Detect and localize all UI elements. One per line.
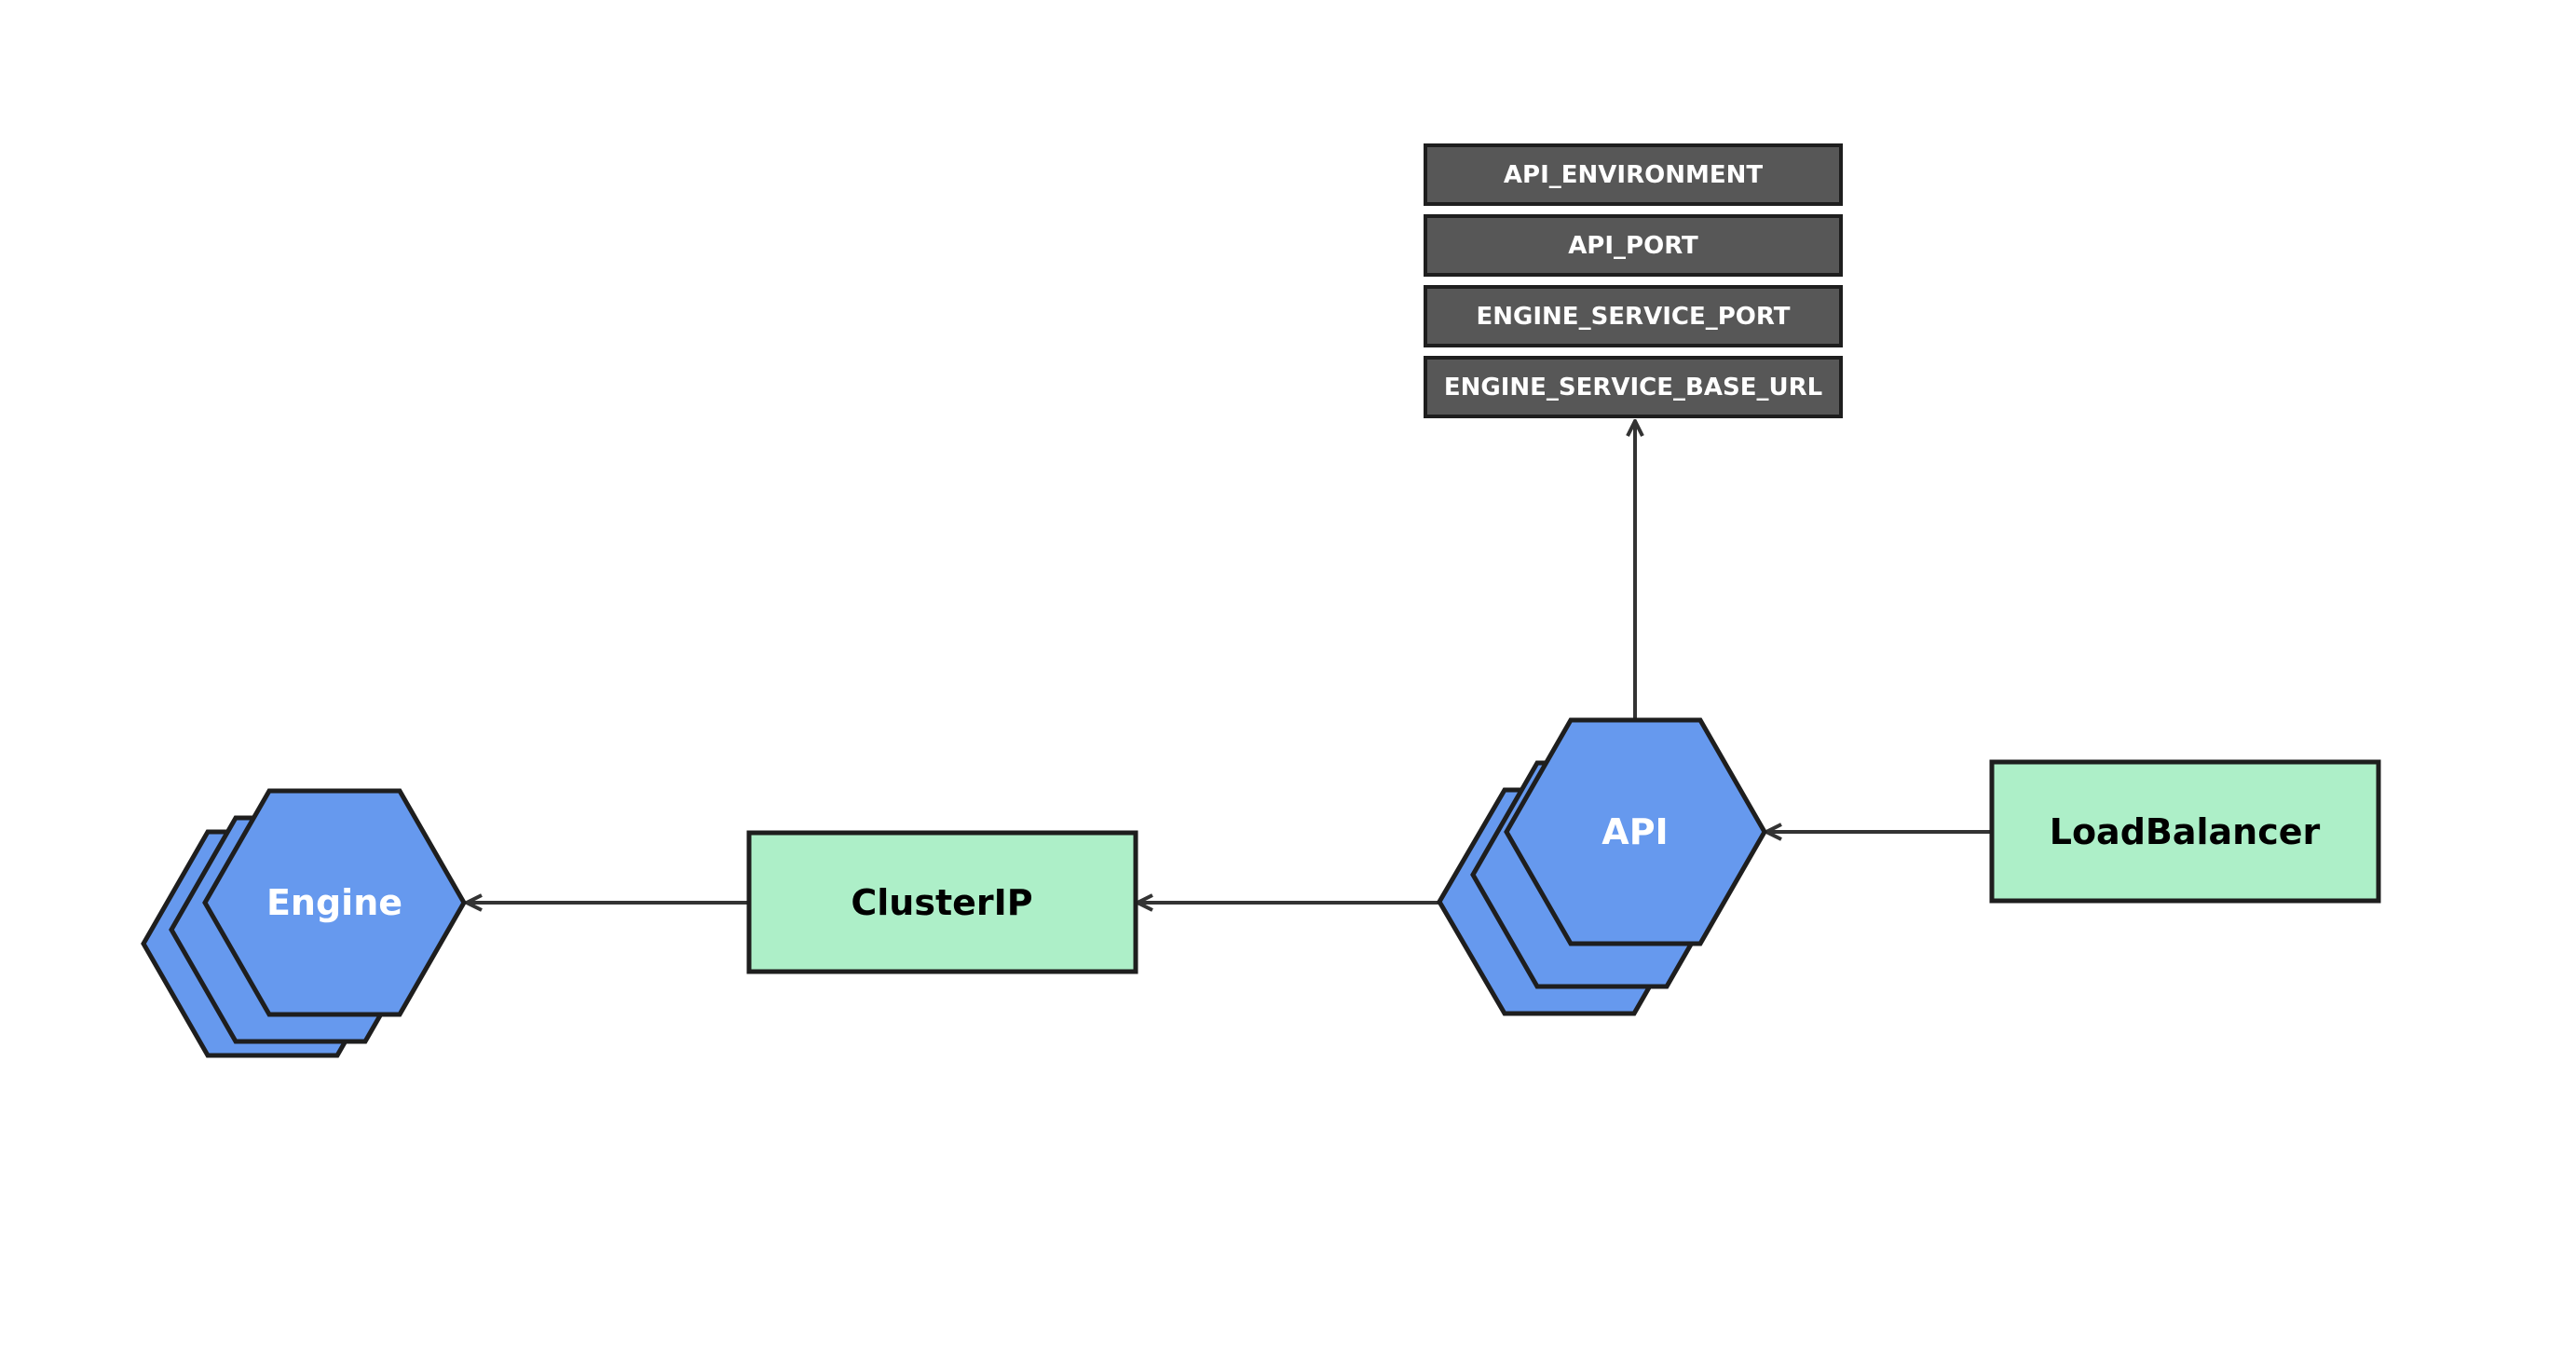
api-label: API	[1601, 811, 1668, 852]
env-var-label: ENGINE_SERVICE_BASE_URL	[1444, 374, 1822, 401]
env-var-item[interactable]: ENGINE_SERVICE_BASE_URL	[1424, 356, 1843, 418]
env-var-item[interactable]: API_ENVIRONMENT	[1424, 143, 1843, 206]
loadbalancer-box	[1989, 759, 2381, 904]
api-node[interactable]: API	[1437, 717, 1767, 1016]
env-var-label: API_PORT	[1568, 232, 1698, 260]
api-hexagon	[1504, 717, 1767, 946]
env-var-box	[1424, 214, 1843, 277]
env-var-label: API_ENVIRONMENT	[1504, 161, 1763, 189]
loadbalancer-node[interactable]: LoadBalancer	[1989, 759, 2381, 904]
env-vars-stack: API_ENVIRONMENT API_PORT ENGINE_SERVICE_…	[1424, 143, 1843, 418]
clusterip-node[interactable]: ClusterIP	[746, 830, 1138, 974]
env-var-item[interactable]: API_PORT	[1424, 214, 1843, 277]
env-var-label: ENGINE_SERVICE_PORT	[1477, 303, 1791, 331]
env-var-box	[1424, 356, 1843, 418]
clusterip-box	[746, 830, 1138, 974]
env-var-item[interactable]: ENGINE_SERVICE_PORT	[1424, 285, 1843, 347]
clusterip-label: ClusterIP	[851, 882, 1032, 923]
engine-label: Engine	[266, 882, 402, 923]
loadbalancer-label: LoadBalancer	[2050, 811, 2321, 852]
env-var-box	[1424, 143, 1843, 206]
engine-hexagon	[202, 788, 467, 1017]
env-var-box	[1424, 285, 1843, 347]
engine-node[interactable]: Engine	[141, 788, 467, 1058]
